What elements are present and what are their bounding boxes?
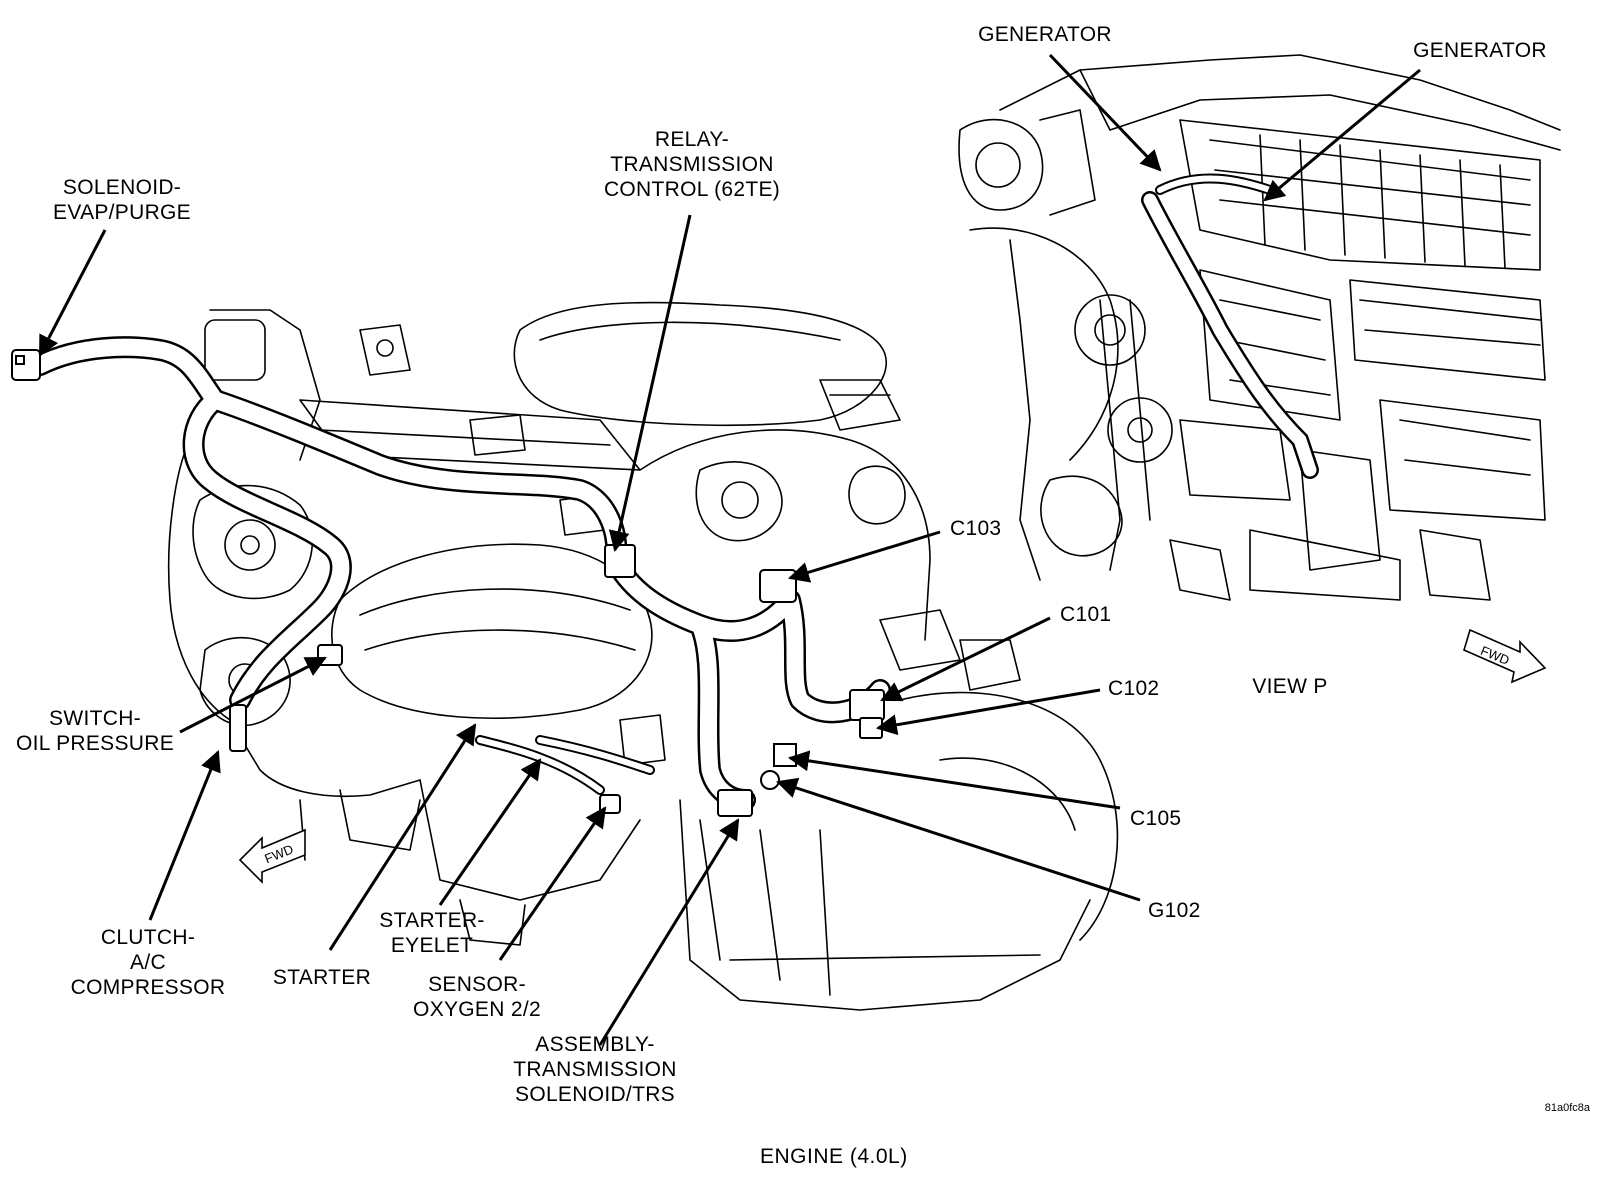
leader-relay-trans	[608, 214, 692, 553]
label-c105: C105	[1130, 807, 1182, 830]
label-sensor-o2: SENSOR- OXYGEN 2/2	[413, 973, 541, 1021]
label-starter-eyelet: STARTER- EYELET	[379, 909, 485, 957]
label-generator-1: GENERATOR	[978, 23, 1112, 46]
leader-c102	[875, 688, 1101, 736]
figure-caption: ENGINE (4.0L)	[760, 1145, 908, 1168]
leader-c105	[787, 750, 1121, 810]
leader-g102	[776, 777, 1141, 902]
label-generator-2: GENERATOR	[1413, 39, 1547, 62]
label-starter: STARTER	[272, 966, 372, 989]
leader-generator-1	[1048, 53, 1162, 172]
wiring-harness	[29, 336, 891, 811]
leader-clutch-ac	[148, 750, 221, 921]
leader-assembly-trans	[598, 818, 740, 1046]
leader-solenoid-evap	[38, 229, 107, 357]
label-c101: C101	[1060, 603, 1112, 626]
fwd-arrow-view-p: FWD	[1463, 628, 1547, 684]
leader-switch-oil	[179, 656, 327, 734]
label-solenoid-evap: SOLENOID- EVAP/PURGE	[53, 176, 191, 224]
leader-c101	[880, 616, 1051, 702]
label-switch-oil: SWITCH- OIL PRESSURE	[15, 707, 175, 755]
label-assembly-trans: ASSEMBLY- TRANSMISSION SOLENOID/TRS	[513, 1033, 677, 1106]
leader-starter-eyelet	[438, 758, 542, 906]
fwd-arrow-main: FWD	[238, 828, 306, 884]
label-g102: G102	[1148, 899, 1201, 922]
leader-sensor-o2	[498, 806, 607, 961]
leader-c103	[787, 530, 941, 583]
label-c103: C103	[950, 517, 1002, 540]
view-p-label: VIEW P	[1252, 675, 1328, 698]
label-relay-trans: RELAY- TRANSMISSION CONTROL (62TE)	[603, 128, 781, 201]
leader-lines	[38, 53, 1421, 1046]
leader-generator-2	[1263, 68, 1421, 202]
label-clutch-ac: CLUTCH- A/C COMPRESSOR	[70, 926, 226, 999]
view-p-illustration	[958, 54, 1561, 601]
image-code: 81a0fc8a	[1544, 1102, 1590, 1114]
view-p-harness	[1141, 173, 1319, 479]
engine-main-illustration	[167, 301, 1119, 1011]
label-c102: C102	[1108, 677, 1160, 700]
leader-starter	[328, 723, 477, 951]
